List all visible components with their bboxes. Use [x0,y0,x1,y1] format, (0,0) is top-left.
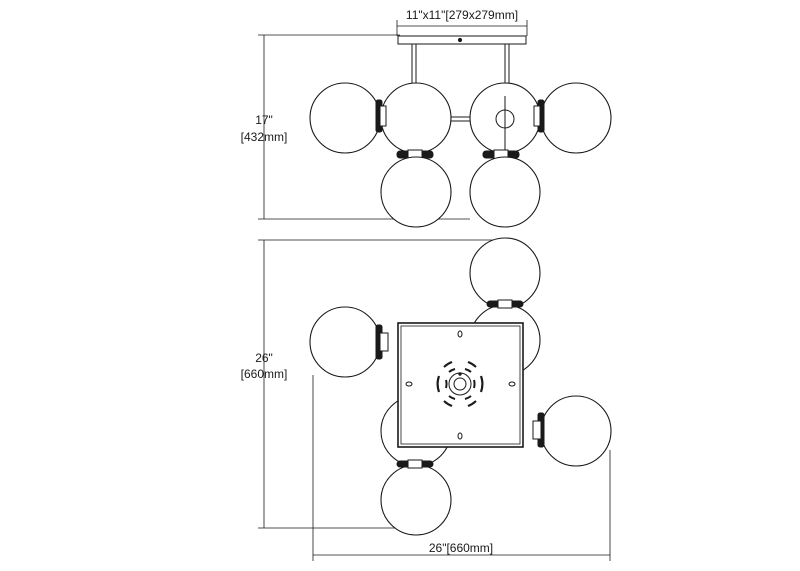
globe-top-right [540,395,612,467]
top-view: 26" [660mm] 26"[660mm] [241,237,612,561]
globe-upper-far-right [540,82,612,154]
canopy-width-dimension: 11"x11"[279x279mm] [396,8,528,36]
globe-upper-left [380,82,452,154]
mounting-slot-bottom [457,432,463,440]
width-label: 26"[660mm] [429,541,493,555]
mounting-slot-right [508,381,516,387]
side-view: 11"x11"[279x279mm] 17" [432mm] [241,8,612,228]
height-label-mm: [432mm] [241,130,288,144]
globe-top-upper [469,237,541,309]
globe-top-left [309,306,381,378]
width-dimension: 26"[660mm] [312,375,611,561]
globe-lower-left [380,156,452,228]
depth-dimension: 26" [660mm] [241,239,505,529]
canopy-width-label: 11"x11"[279x279mm] [406,8,518,22]
height-dimension: 17" [432mm] [241,34,470,220]
globe-upper-far-left [309,82,381,154]
mounting-slot-top [457,330,463,338]
globe-lower-right [469,156,541,228]
depth-label-in: 26" [255,351,273,365]
mounting-slot-left [405,381,413,387]
globe-top-bottom [380,464,452,536]
canopy-screw [457,37,463,43]
depth-label-mm: [660mm] [241,367,288,381]
height-label-in: 17" [255,113,273,127]
canopy-center-hub [436,360,484,408]
